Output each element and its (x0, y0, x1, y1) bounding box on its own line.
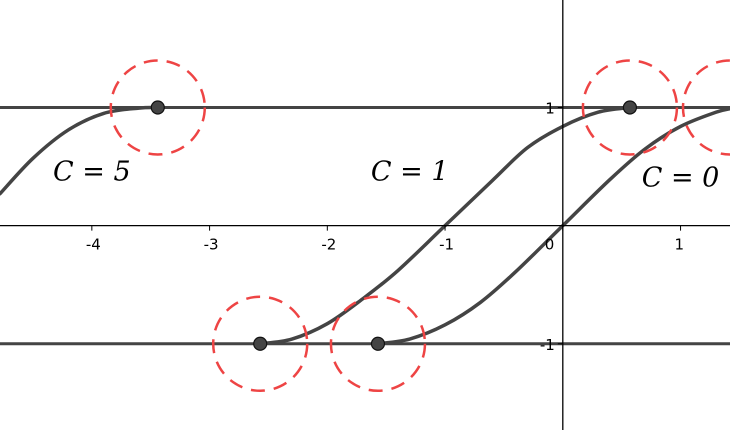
x-tick-label-4: 0 (545, 236, 555, 254)
curve-label-1: C = 1 (371, 157, 449, 188)
highlight-circle-3 (211, 295, 309, 393)
highlight-circle-1 (581, 59, 679, 156)
tick-labels: -4 -3 -2 -1 0 1 1 -1 (86, 100, 684, 354)
point-0 (150, 100, 165, 115)
curve-label-0: C = 5 (53, 157, 131, 188)
curve-labels: C = 5 C = 1 C = 0 (53, 157, 719, 194)
asymptote-lines (0, 106, 730, 346)
x-tick-label-0: -4 (86, 236, 101, 254)
highlight-circle-2 (681, 59, 730, 156)
highlight-circle-0 (109, 59, 207, 156)
x-tick-label-5: 1 (675, 236, 685, 254)
y-tick-label-0: 1 (545, 100, 555, 118)
x-tick-label-2: -2 (321, 236, 336, 254)
highlight-circles (109, 59, 730, 393)
curve-0 (0, 105, 160, 196)
highlight-circle-4 (329, 295, 427, 393)
data-points (150, 100, 638, 351)
curve-label-2: C = 0 (642, 163, 720, 194)
x-tick-label-3: -1 (439, 236, 454, 254)
x-tick-label-1: -3 (204, 236, 219, 254)
y-tick-label-1: -1 (540, 336, 555, 354)
point-3 (370, 336, 386, 351)
point-1 (622, 100, 638, 115)
point-2 (253, 336, 268, 351)
